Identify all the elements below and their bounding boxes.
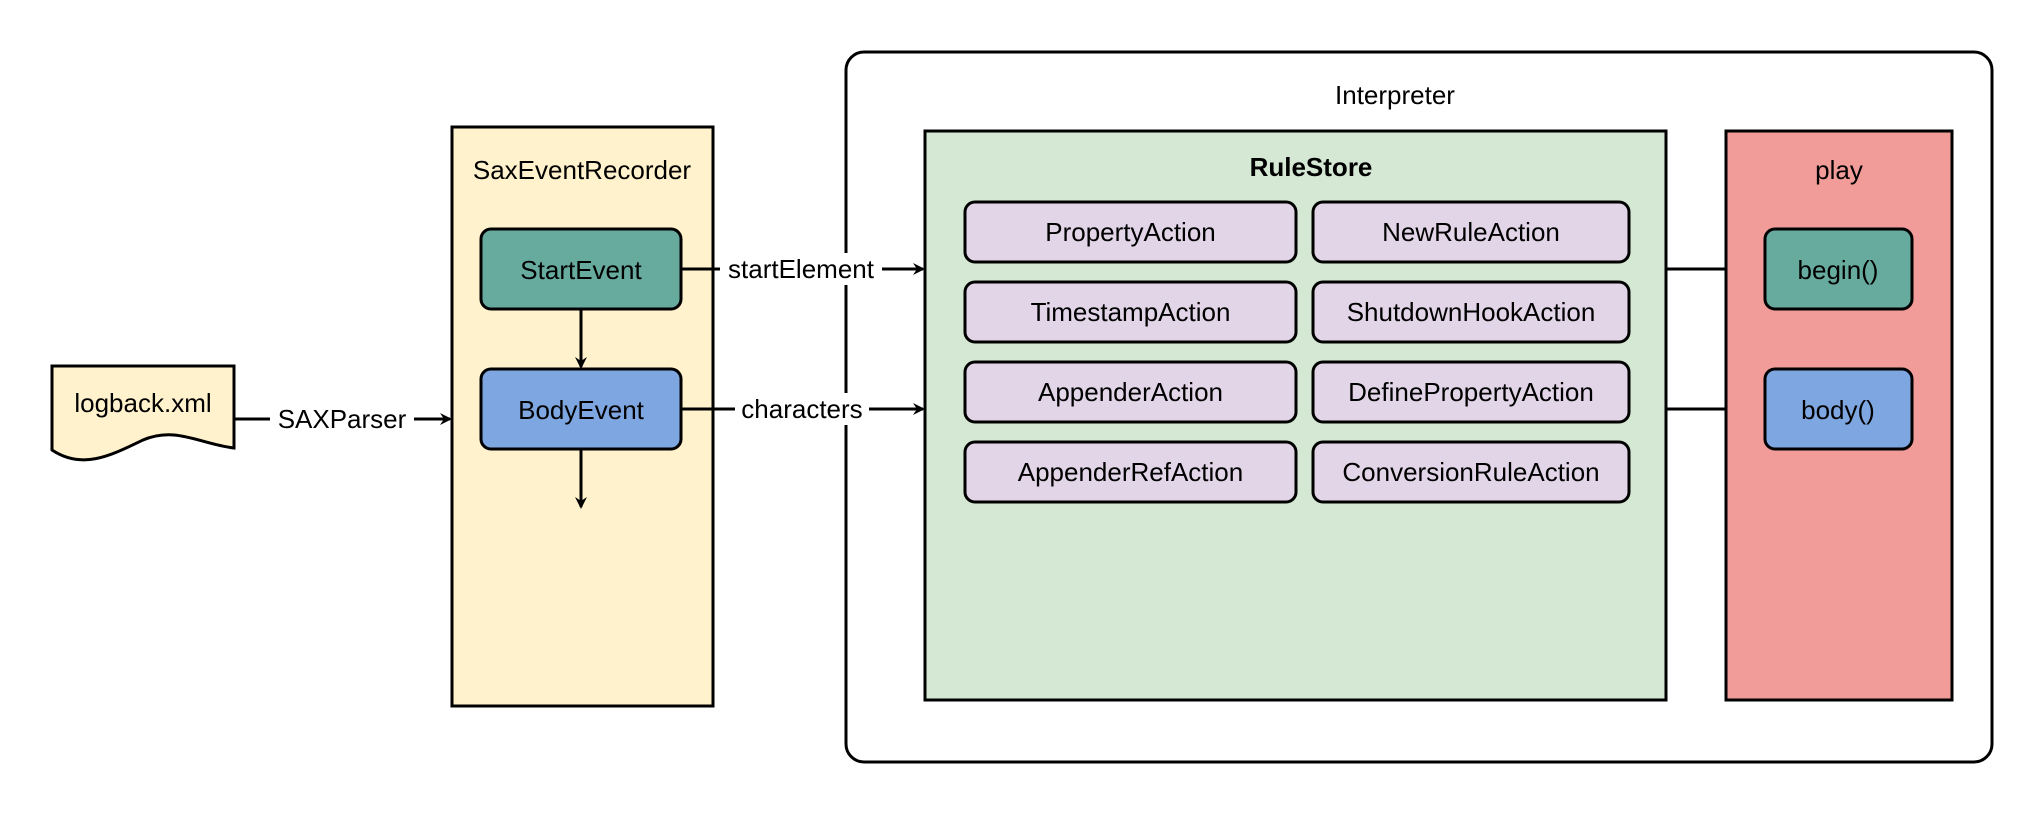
sax-parser-label-bg [270, 403, 414, 435]
action-label-appender-ref-action: AppenderRefAction [1018, 457, 1243, 487]
action-label-appender-action: AppenderAction [1038, 377, 1223, 407]
rule-store-actions: PropertyAction NewRuleActionTimestampActi… [963, 200, 1631, 504]
action-box-shutdown-hook-action [1311, 280, 1631, 344]
start-element-label: startElement [728, 254, 875, 284]
action-box-property-action [963, 200, 1298, 264]
play-title: play [1815, 155, 1863, 185]
logback-xml-document [50, 364, 236, 462]
characters-label-bg [735, 393, 869, 425]
action-box-appender-action [963, 360, 1298, 424]
body-node [1763, 367, 1914, 451]
action-box-appender-ref-action [963, 440, 1298, 504]
logback-xml-label: logback.xml [74, 388, 211, 418]
begin-node [1763, 227, 1914, 311]
action-box-timestamp-action [963, 280, 1298, 344]
begin-label: begin() [1798, 255, 1879, 285]
interpreter-title: Interpreter [1335, 80, 1455, 110]
start-element-label-bg [720, 253, 882, 285]
rule-store-title: RuleStore [1250, 152, 1373, 182]
action-label-conversion-rule-action: ConversionRuleAction [1342, 457, 1599, 487]
characters-label: characters [741, 394, 862, 424]
action-label-property-action: PropertyAction [1045, 217, 1216, 247]
body-event-label: BodyEvent [518, 395, 645, 425]
action-box-new-rule-action [1311, 200, 1631, 264]
action-label-timestamp-action: TimestampAction [1031, 297, 1231, 327]
action-label-shutdown-hook-action: ShutdownHookAction [1347, 297, 1596, 327]
action-box-conversion-rule-action [1311, 440, 1631, 504]
start-event-label: StartEvent [520, 255, 642, 285]
action-box-define-property-action [1311, 360, 1631, 424]
sax-parser-label: SAXParser [278, 404, 407, 434]
body-label: body() [1801, 395, 1875, 425]
action-label-new-rule-action: NewRuleAction [1382, 217, 1560, 247]
sax-event-recorder-title: SaxEventRecorder [473, 155, 692, 185]
action-label-define-property-action: DefinePropertyAction [1348, 377, 1594, 407]
